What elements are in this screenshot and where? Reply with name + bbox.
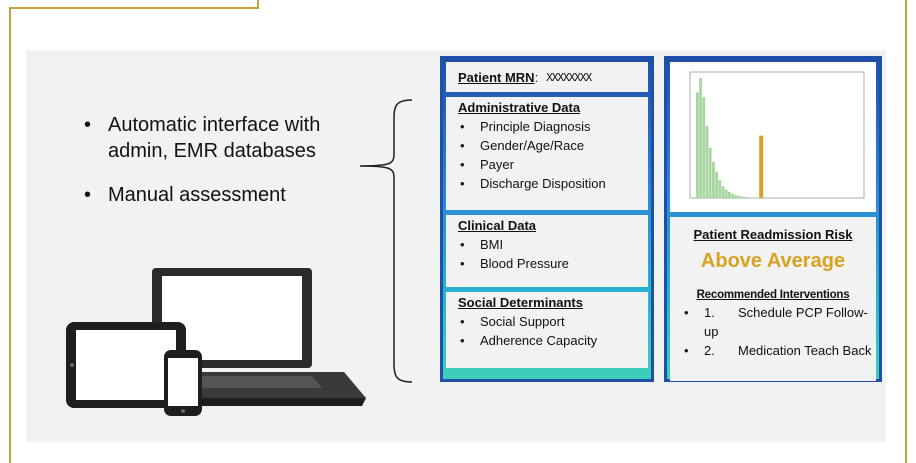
list-item: Gender/Age/Race bbox=[458, 136, 648, 155]
histogram-bar bbox=[747, 197, 750, 198]
administrative-data-title: Administrative Data bbox=[458, 100, 581, 115]
histogram-bar bbox=[737, 195, 741, 198]
list-item: Blood Pressure bbox=[458, 254, 648, 273]
mrn-label: Patient MRN bbox=[458, 69, 535, 85]
risk-level: Above Average bbox=[700, 250, 846, 272]
risk-histogram-box bbox=[670, 62, 876, 212]
histogram-bar bbox=[724, 189, 728, 198]
intervention-item: 1.Schedule PCP Follow-up bbox=[682, 303, 876, 341]
list-item: Principle Diagnosis bbox=[458, 117, 648, 136]
histogram-bar bbox=[708, 147, 712, 198]
intervention-text: Schedule PCP Follow-up bbox=[704, 305, 868, 339]
readmission-risk-box: Patient Readmission Risk Above Average R… bbox=[670, 217, 876, 381]
patient-data-panel: Patient MRN: XXXXXXXX Administrative Dat… bbox=[440, 56, 654, 382]
clinical-data-box: Clinical Data BMI Blood Pressure bbox=[446, 215, 648, 287]
tablet-icon bbox=[66, 322, 186, 408]
recommended-interventions-title: Recommended Interventions bbox=[696, 289, 850, 301]
intervention-item: 2. Medication Teach Back bbox=[682, 341, 876, 360]
frame-left-line bbox=[9, 0, 259, 463]
list-item: BMI bbox=[458, 235, 648, 254]
clinical-data-title: Clinical Data bbox=[458, 218, 537, 233]
plot-frame bbox=[689, 71, 865, 199]
bullet-item: Automatic interface with admin, EMR data… bbox=[84, 112, 384, 164]
histogram-bar bbox=[699, 78, 702, 198]
bullet-list: Automatic interface with admin, EMR data… bbox=[84, 112, 384, 226]
histogram-bar bbox=[705, 126, 709, 198]
histogram-bar bbox=[721, 186, 725, 198]
risk-histogram bbox=[689, 71, 865, 199]
list-item: Adherence Capacity bbox=[458, 331, 648, 350]
devices-illustration bbox=[66, 268, 366, 416]
social-determinants-box: Social Determinants Social Support Adher… bbox=[446, 292, 648, 368]
histogram-bar bbox=[728, 192, 731, 198]
histogram-bar bbox=[702, 97, 706, 198]
risk-panel: Patient Readmission Risk Above Average R… bbox=[664, 56, 882, 382]
histogram-bar bbox=[718, 180, 722, 198]
mrn-box: Patient MRN: XXXXXXXX bbox=[446, 62, 648, 92]
histogram-bar bbox=[715, 171, 718, 198]
patient-risk-marker bbox=[759, 135, 764, 198]
bullet-item: Manual assessment bbox=[84, 182, 384, 208]
histogram-bar bbox=[744, 197, 747, 198]
list-item: Social Support bbox=[458, 312, 648, 331]
histogram-bar bbox=[740, 196, 744, 198]
histogram-bar bbox=[734, 195, 738, 198]
mrn-colon: : bbox=[534, 69, 539, 85]
mrn-value: XXXXXXXX bbox=[546, 70, 592, 84]
social-determinants-title: Social Determinants bbox=[458, 295, 583, 310]
intervention-text: Medication Teach Back bbox=[738, 343, 872, 358]
phone-icon bbox=[164, 350, 202, 416]
histogram-bar bbox=[696, 92, 699, 198]
histogram-bar bbox=[731, 193, 734, 198]
intervention-number: 1. bbox=[704, 305, 715, 320]
list-item: Discharge Disposition bbox=[458, 174, 648, 193]
risk-title: Patient Readmission Risk bbox=[693, 227, 853, 242]
intervention-number: 2. bbox=[704, 343, 715, 358]
administrative-data-box: Administrative Data Principle Diagnosis … bbox=[446, 97, 648, 210]
curly-brace bbox=[359, 99, 413, 383]
interventions-list: 1.Schedule PCP Follow-up 2. Medication Te… bbox=[670, 303, 876, 360]
histogram-bar bbox=[712, 162, 715, 198]
list-item: Payer bbox=[458, 155, 648, 174]
